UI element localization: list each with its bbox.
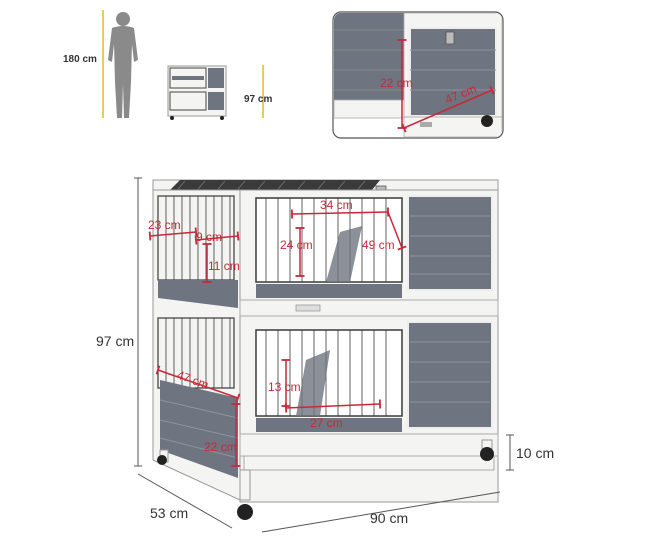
upper-side-door-inner-label: 9 cm: [196, 230, 222, 244]
hutch-reference-thumbnail: [167, 65, 227, 120]
detail-inset: [332, 11, 504, 139]
upper-side-door-width-label: 23 cm: [148, 218, 181, 232]
overall-width-label: 90 cm: [370, 510, 408, 526]
overall-depth-label: 53 cm: [150, 505, 188, 521]
overall-dimension-lines: [134, 177, 514, 533]
lower-tray-height-label: 22 cm: [204, 440, 237, 454]
interior-dimension-lines: [148, 207, 407, 467]
upper-side-door-height-label: 11 cm: [208, 259, 240, 273]
upper-top-opening-label: 34 cm: [320, 198, 353, 212]
upper-front-door-height-label: 24 cm: [280, 238, 313, 252]
hutch-height-label: 97 cm: [244, 94, 272, 105]
person-silhouette: [108, 12, 138, 118]
lower-front-door-height-label: 13 cm: [268, 380, 301, 394]
leg-height-label: 10 cm: [516, 445, 554, 461]
overall-height-label: 97 cm: [96, 333, 134, 349]
person-height-label: 180 cm: [63, 54, 97, 65]
lower-front-door-width-label: 27 cm: [310, 416, 343, 430]
upper-front-door-width-label: 49 cm: [362, 238, 395, 252]
inset-door-height-label: 22 cm: [380, 76, 413, 90]
